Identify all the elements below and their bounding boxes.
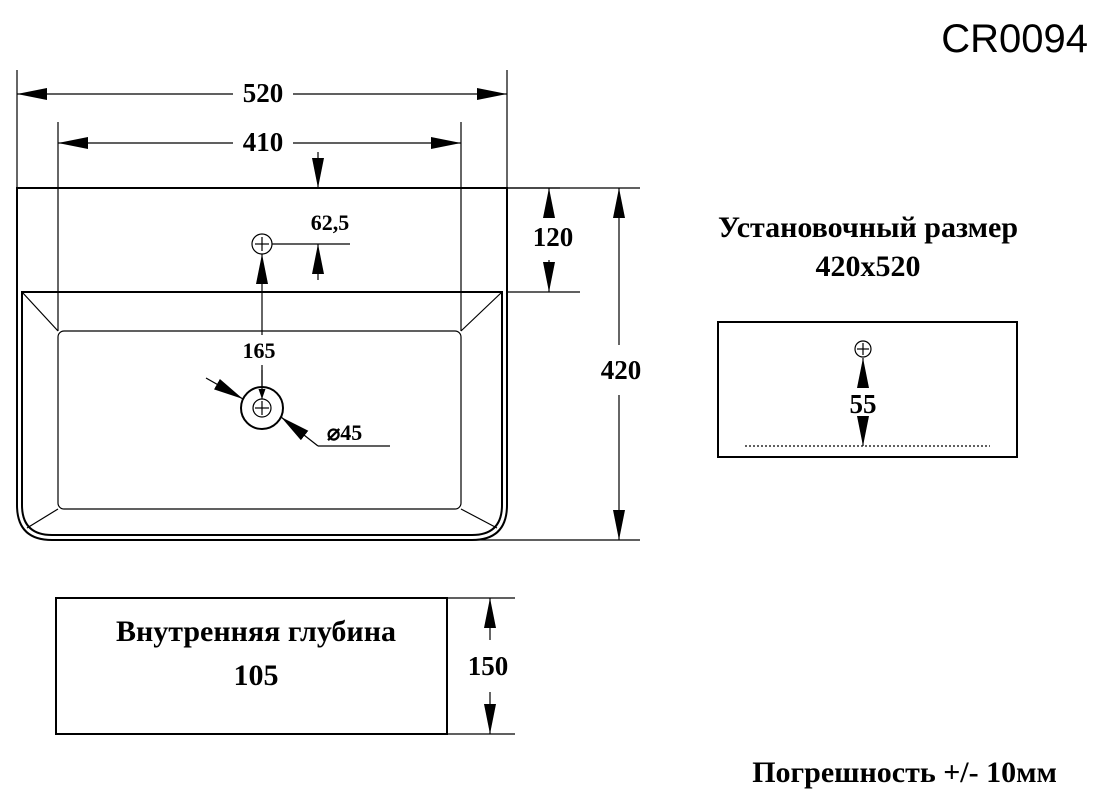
mount-hole <box>854 340 872 358</box>
dim-overall-depth: 420 <box>472 187 642 541</box>
dim-top-ledge: 120 <box>507 187 580 293</box>
dim-inner-width-label: 410 <box>243 127 284 157</box>
dim-drain-diameter-label: ⌀45 <box>327 420 362 445</box>
installation-size: 420x520 <box>816 250 921 283</box>
dim-top-ledge-label: 120 <box>533 222 574 252</box>
installation-rect <box>717 321 1018 458</box>
dim-mount-offset-label: 55 <box>850 389 877 419</box>
dim-height-label: 150 <box>468 651 509 681</box>
dim-tap-to-drain: 165 <box>243 254 276 399</box>
inner-depth-title: Внутренняя глубина <box>116 615 396 648</box>
dim-tap-offset-label: 62,5 <box>311 210 350 235</box>
installation-block: Установочный размер 420x520 55 <box>717 211 1018 458</box>
installation-title: Установочный размер <box>718 211 1018 244</box>
bowl-inner <box>57 330 462 510</box>
inner-depth-value: 105 <box>234 659 279 692</box>
dim-tap-to-drain-label: 165 <box>243 338 276 363</box>
dim-tap-offset: 62,5 <box>272 152 350 280</box>
dim-overall-width-label: 520 <box>243 78 284 108</box>
side-view-rect <box>55 597 448 735</box>
basin-top-view <box>16 187 508 541</box>
dim-inner-width: 410 <box>57 122 462 331</box>
dim-overall-depth-label: 420 <box>601 355 642 385</box>
bowl-rim <box>21 291 503 536</box>
model-code: CR0094 <box>941 17 1088 61</box>
dim-drain-diameter: ⌀45 <box>205 377 390 447</box>
dim-overall-width: 520 <box>16 70 508 188</box>
tolerance-note: Погрешность +/- 10мм <box>752 756 1057 789</box>
side-view: Внутренняя глубина 105 150 <box>55 597 515 735</box>
